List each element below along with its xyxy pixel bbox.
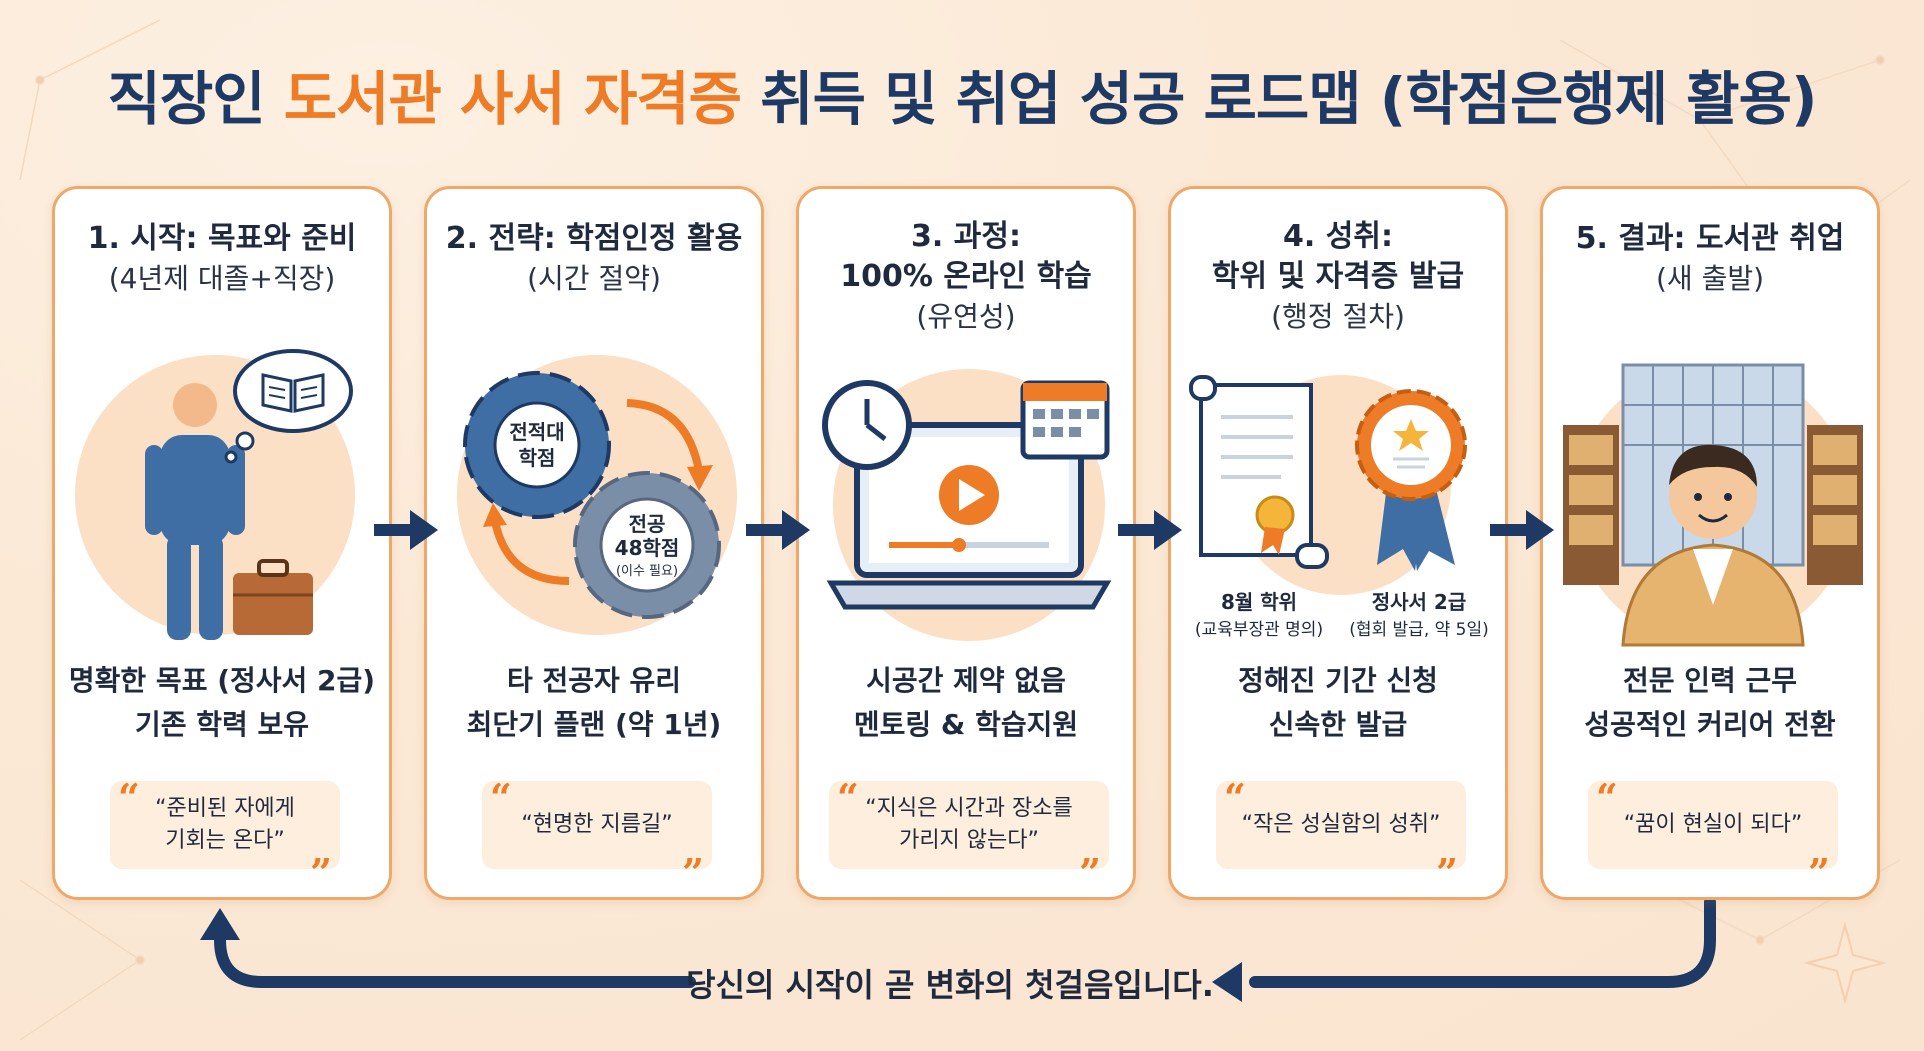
svg-text:48학점: 48학점: [615, 536, 680, 560]
open-quote-icon: “: [837, 775, 859, 820]
step-desc-line: 명확한 목표 (정사서 2급): [68, 664, 376, 697]
clock-icon: [822, 380, 912, 470]
step-desc-line: 타 전공자 유리: [506, 664, 682, 697]
open-quote-icon: “: [118, 775, 140, 820]
step-desc-line: 전문 인력 근무: [1622, 664, 1798, 697]
ribbon-badge-icon: [1355, 389, 1467, 571]
book-thought-icon: [224, 349, 353, 464]
diploma-and-badge-icon: 8월 학위 (교육부장관 명의) 정사서 2급 (협회 발급, 약 5일): [1181, 355, 1501, 655]
quote-box: “ “지식은 시간과 장소를 가리지 않는다” ”: [829, 775, 1109, 895]
step-desc-line: 신속한 발급: [1268, 708, 1408, 741]
close-quote-icon: ”: [1079, 850, 1101, 895]
step-heading: 4. 성취:: [1283, 219, 1393, 254]
gear-large-icon: 전적대 학점: [463, 371, 611, 519]
step-heading: 100% 온라인 학습: [840, 259, 1092, 294]
close-quote-icon: ”: [310, 850, 332, 895]
step-subtitle: (유연성): [916, 300, 1016, 333]
right-arrow-icon: [1490, 510, 1554, 550]
step-subtitle: (시간 절약): [527, 262, 661, 295]
step-desc-line: 정해진 기간 신청: [1238, 664, 1438, 697]
svg-text:학점: 학점: [519, 446, 556, 470]
quote-box: “ “현명한 지름길” ”: [482, 775, 712, 895]
diploma-icon: [1189, 375, 1329, 569]
svg-text:(교육부장관 명의): (교육부장관 명의): [1195, 620, 1323, 640]
step-desc-line: 기존 학력 보유: [134, 708, 310, 741]
step-heading: 학위 및 자격증 발급: [1211, 259, 1465, 294]
svg-text:(이수 필요): (이수 필요): [616, 564, 678, 579]
step-subtitle: (행정 절차): [1271, 300, 1405, 333]
step-desc-line: 성공적인 커리어 전환: [1584, 708, 1836, 741]
step-card-2: 2. 전략: 학점인정 활용 (시간 절약) 전적대 학점 전공 48학점 (이…: [424, 186, 764, 900]
librarian-icon: [1553, 355, 1873, 655]
step-heading: 1. 시작: 목표와 준비: [87, 221, 357, 256]
svg-text:전공: 전공: [629, 512, 666, 536]
bookshelf-icon: [1563, 425, 1863, 585]
step-heading: 2. 전략: 학점인정 활용: [445, 221, 743, 256]
step-subtitle: (새 출발): [1655, 262, 1765, 295]
laptop-icon: [809, 355, 1129, 655]
close-quote-icon: ”: [1436, 850, 1458, 895]
footer-message: 당신의 시작이 곧 변화의 첫걸음입니다.: [686, 966, 1214, 1004]
step-desc-line: 최단기 플랜 (약 1년): [466, 708, 722, 741]
svg-text:전적대: 전적대: [509, 420, 564, 444]
svg-text:(협회 발급, 약 5일): (협회 발급, 약 5일): [1349, 620, 1489, 640]
page-title: 직장인 도서관 사서 자격증 취득 및 취업 성공 로드맵 (학점은행제 활용): [107, 65, 1817, 133]
step-heading: 5. 결과: 도서관 취업: [1575, 221, 1845, 256]
open-quote-icon: “: [490, 775, 512, 820]
svg-text:정사서 2급: 정사서 2급: [1372, 590, 1466, 614]
quote-box: “ “작은 성실함의 성취” ”: [1216, 775, 1466, 895]
quote-box: “ “꿈이 현실이 되다” ”: [1588, 775, 1838, 895]
step-card-1: 1. 시작: 목표와 준비 (4년제 대졸+직장): [52, 186, 392, 900]
open-quote-icon: “: [1224, 775, 1246, 820]
close-quote-icon: ”: [1808, 850, 1830, 895]
person-icon: [65, 345, 385, 645]
step-heading: 3. 과정:: [911, 219, 1021, 254]
svg-text:8월 학위: 8월 학위: [1221, 590, 1297, 614]
step-card-5: 5. 결과: 도서관 취업 (새 출발): [1540, 186, 1880, 900]
step-desc-line: 시공간 제약 없음: [866, 664, 1066, 697]
title-highlight: 도서관 사서 자격증: [283, 65, 742, 133]
open-quote-icon: “: [1596, 775, 1618, 820]
right-arrow-icon: [746, 510, 810, 550]
step-card-4: 4. 성취: 학위 및 자격증 발급 (행정 절차): [1168, 186, 1508, 900]
step-desc-line: 멘토링 & 학습지원: [853, 708, 1079, 741]
step-card-3: 3. 과정: 100% 온라인 학습 (유연성): [796, 186, 1136, 900]
gears-icon: 전적대 학점 전공 48학점 (이수 필요): [437, 345, 757, 645]
calendar-icon: [1020, 380, 1110, 460]
right-arrow-icon: [374, 510, 438, 550]
step-subtitle: (4년제 대졸+직장): [108, 262, 336, 295]
close-quote-icon: ”: [682, 850, 704, 895]
briefcase-icon: [233, 559, 313, 635]
right-arrow-icon: [1118, 510, 1182, 550]
quote-box: “ “준비된 자에게 기회는 온다” ”: [110, 775, 340, 895]
gear-small-icon: 전공 48학점 (이수 필요): [573, 471, 721, 619]
